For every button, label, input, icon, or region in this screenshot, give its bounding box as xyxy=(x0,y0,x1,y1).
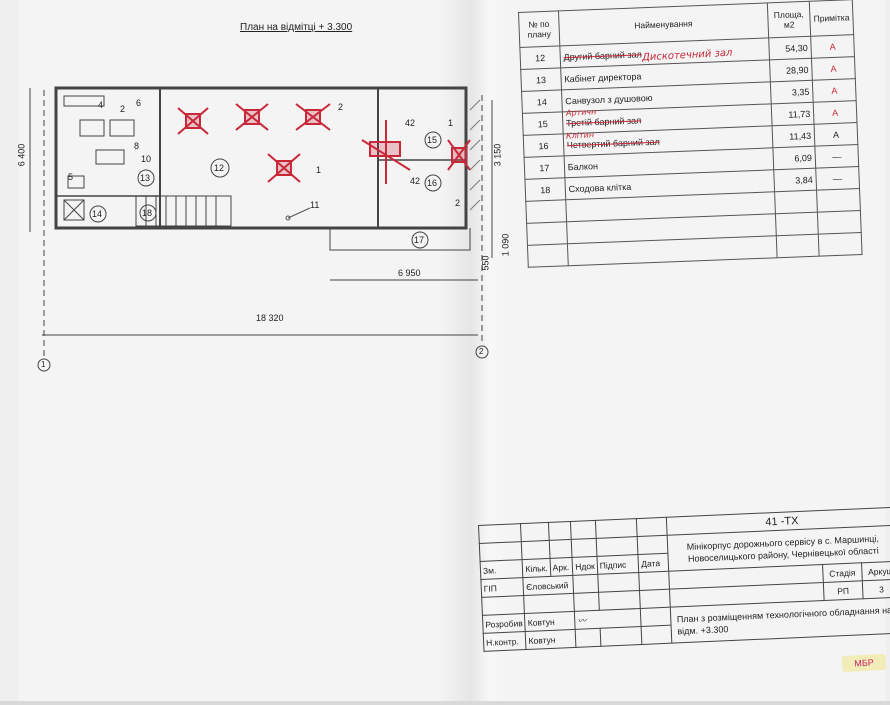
room-marker xyxy=(137,169,155,187)
balcony-outline xyxy=(329,228,471,251)
axis-label: 1 xyxy=(41,360,46,369)
highlight-marker: МБР xyxy=(841,653,887,673)
table-set xyxy=(235,103,269,131)
sheet-label: Аркуш xyxy=(861,561,890,581)
title-block: 41 -ТХ Мінікорпус дорожнього сервісу в с… xyxy=(478,507,890,705)
developer-name: Ковтун xyxy=(524,611,576,632)
stage-value: РП xyxy=(823,580,863,601)
equipment-number: 5 xyxy=(68,172,74,182)
equipment-number: 6 xyxy=(136,98,142,108)
axis-marker xyxy=(37,358,51,372)
page-fold xyxy=(440,0,510,701)
col-header: Підпис xyxy=(596,554,640,575)
plan-title: План на відмітці + 3.300 xyxy=(240,22,353,33)
col-header: Ндок xyxy=(572,556,598,576)
col-header: Кільк. xyxy=(522,558,551,578)
sofa xyxy=(67,175,85,189)
stage-label: Стадія xyxy=(822,562,862,583)
room-number: 12 xyxy=(214,163,225,173)
table-set xyxy=(267,153,301,183)
drawing-sheet xyxy=(18,0,886,701)
room-marker xyxy=(411,231,429,249)
control-name: Ковтун xyxy=(525,629,577,650)
equipment-number: 2 xyxy=(338,102,344,112)
room-number: 17 xyxy=(414,235,425,245)
room-marker xyxy=(424,174,442,192)
header-area: Площа, м2 xyxy=(767,1,811,38)
developer-label: Розробив xyxy=(482,613,526,634)
dimension-total-width: 18 320 xyxy=(256,313,284,323)
dimension-height-left: 6 400 xyxy=(16,143,27,167)
room-marker xyxy=(424,131,442,149)
control-label: Н.контр. xyxy=(483,631,527,652)
table-set xyxy=(177,107,209,135)
equipment-number: 1 xyxy=(316,165,322,175)
axis-label: 2 xyxy=(479,347,484,356)
desk xyxy=(79,119,105,137)
header-note: Примітка xyxy=(809,0,854,37)
room-marker xyxy=(139,204,157,222)
col-header: Арк. xyxy=(549,557,574,577)
equipment-number: 42 xyxy=(410,176,421,186)
dimension-small: 550 xyxy=(480,255,491,271)
desk xyxy=(63,95,105,107)
table-set xyxy=(447,139,471,171)
dimension-height-right: 3 150 xyxy=(492,143,503,167)
table-set xyxy=(361,120,411,184)
dimension-balcony-width: 6 950 xyxy=(398,268,421,278)
room-number: 14 xyxy=(92,209,103,219)
sheet-value: 3 xyxy=(861,579,890,599)
col-header: Дата xyxy=(638,553,669,573)
gip-name: Єловський xyxy=(523,575,574,596)
room-marker xyxy=(210,158,230,178)
col-header: Зм. xyxy=(480,559,524,580)
equipment-number: 2 xyxy=(455,198,461,208)
dimension-balcony-depth: 1 090 xyxy=(500,233,511,257)
handwritten-note: Клітин xyxy=(565,130,595,141)
equipment-number: 11 xyxy=(310,200,320,210)
equipment-number: 10 xyxy=(141,154,152,164)
room-number: 15 xyxy=(427,135,438,145)
equipment-number: 4 xyxy=(98,100,104,110)
equipment-number: 8 xyxy=(134,141,140,151)
handwritten-note: Артичн xyxy=(565,107,597,118)
desk xyxy=(109,119,135,137)
leader-dot xyxy=(285,215,291,221)
room-number: 13 xyxy=(140,173,151,183)
leader-line xyxy=(287,207,311,219)
window-hatch xyxy=(469,99,481,211)
equipment-number: 2 xyxy=(120,104,126,114)
cabinet xyxy=(95,149,125,165)
equipment-number: 42 xyxy=(405,118,416,128)
table-set xyxy=(295,103,331,131)
room-number: 16 xyxy=(427,178,438,188)
room-marker xyxy=(89,205,107,223)
room-number: 18 xyxy=(142,208,153,218)
shower-tray xyxy=(63,199,85,221)
shower-tray xyxy=(63,199,85,221)
equipment-number: 1 xyxy=(448,118,454,128)
header-number: № по плану xyxy=(518,10,560,48)
axis-marker xyxy=(475,345,489,359)
title-block-table: 41 -ТХ Мінікорпус дорожнього сервісу в с… xyxy=(478,507,890,652)
gip-label: ГІП xyxy=(480,577,525,598)
